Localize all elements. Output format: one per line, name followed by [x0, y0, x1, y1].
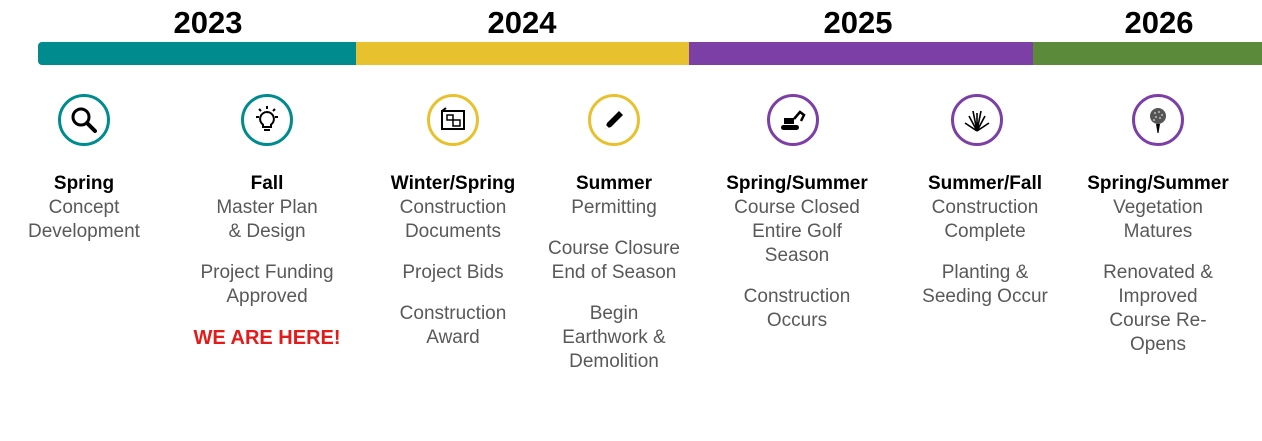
timeline-segment-2023: [38, 42, 356, 65]
milestone-description: Project Bids: [402, 262, 504, 283]
season-label: Spring/Summer: [1087, 173, 1229, 194]
spacer: [697, 268, 897, 285]
excavator-icon: [767, 94, 819, 146]
timeline-segment-2025: [689, 42, 1033, 65]
spacer: [1058, 244, 1258, 261]
year-label-2024: 2024: [487, 5, 557, 40]
season-label: Summer: [575, 173, 653, 194]
season-label: Winter/Spring: [390, 173, 516, 194]
milestone-description: Master Plan & Design: [216, 197, 318, 242]
lightbulb-icon: [241, 94, 293, 146]
milestone-description: Begin Earthwork & Demolition: [562, 303, 666, 372]
timeline-segment-2024: [356, 42, 689, 65]
search-icon: [58, 94, 110, 146]
milestone-description: Construction Documents: [399, 197, 507, 242]
golf-ball-icon: [1132, 94, 1184, 146]
blueprint-icon: [427, 94, 479, 146]
timeline-segment-2026: [1033, 42, 1262, 65]
spacer: [167, 244, 367, 261]
milestone-description: Course Closed Entire Golf Season: [734, 197, 860, 266]
milestone-description: Renovated & Improved Course Re- Opens: [1103, 262, 1213, 355]
milestone-description: Vegetation Matures: [1113, 197, 1203, 242]
pencil-icon: [588, 94, 640, 146]
spacer: [885, 244, 1085, 261]
milestone-description: Concept Development: [28, 197, 140, 242]
we-are-here-marker: WE ARE HERE!: [193, 327, 341, 349]
year-label-2026: 2026: [1124, 5, 1194, 40]
spacer: [514, 285, 714, 302]
spacer: [514, 220, 714, 237]
season-label: Fall: [250, 173, 284, 194]
grass-icon: [951, 94, 1003, 146]
milestone-description: Construction Complete: [931, 197, 1039, 242]
spacer: [167, 309, 367, 326]
milestone-description: Construction Occurs: [743, 286, 851, 331]
milestone-description: Planting & Seeding Occur: [922, 262, 1048, 307]
season-label: Spring/Summer: [726, 173, 868, 194]
milestone-description: Construction Award: [399, 303, 507, 348]
season-label: Summer/Fall: [927, 173, 1043, 194]
milestone-description: Permitting: [571, 197, 657, 218]
season-label: Spring: [53, 173, 115, 194]
milestone-description: Course Closure End of Season: [548, 238, 680, 283]
year-label-2025: 2025: [823, 5, 893, 40]
milestone-description: Project Funding Approved: [200, 262, 334, 307]
year-label-2023: 2023: [173, 5, 243, 40]
